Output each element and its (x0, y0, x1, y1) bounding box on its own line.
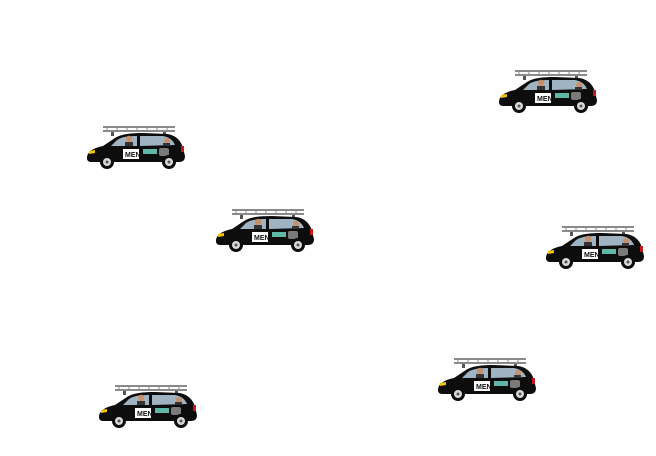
van-graphic: MEN (437, 357, 537, 402)
van-logo-text: MEN (254, 235, 270, 242)
van-graphic: MEN (215, 208, 315, 253)
van-logo-text: MEN (125, 152, 141, 159)
van-logo-text: MEN (584, 252, 600, 259)
van-sprite[interactable]: MEN (542, 224, 648, 272)
van-sprite[interactable]: MEN (212, 207, 318, 255)
van-sprite[interactable]: MEN (83, 124, 189, 172)
van-graphic: MEN (545, 225, 645, 270)
van-graphic: MEN (498, 69, 598, 114)
van-graphic: MEN (86, 125, 186, 170)
van-sprite[interactable]: MEN (434, 356, 540, 404)
van-sprite[interactable]: MEN (495, 68, 601, 116)
van-logo-text: MEN (137, 411, 153, 418)
van-logo-text: MEN (476, 384, 492, 391)
van-logo-text: MEN (537, 96, 553, 103)
van-sprite[interactable]: MEN (95, 383, 201, 431)
van-graphic: MEN (98, 384, 198, 429)
